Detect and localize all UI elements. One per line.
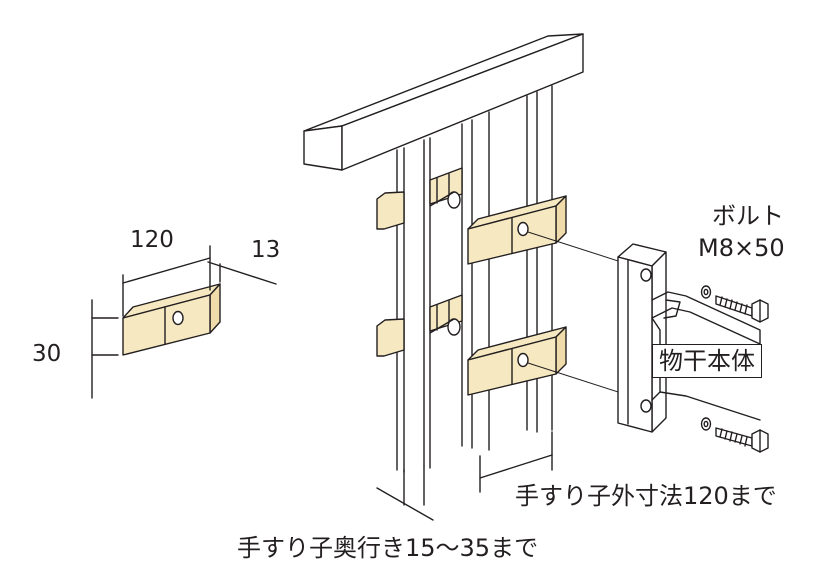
rear-clamp-lower [376,294,463,357]
main-body-label: 物干本体 [652,344,762,378]
length-dimension-label: 120 [130,227,174,253]
balusters [396,85,553,473]
bolt-name-label: ボルト [712,202,784,230]
bolt-upper [700,285,769,323]
bolt-hole [172,310,184,326]
bolt-lower [700,417,769,453]
handrail-top [303,33,584,171]
bracket-main-body [617,243,761,433]
spacer-block [122,283,221,356]
depth-dimension-line [376,465,434,521]
thickness-dimension-label: 13 [251,237,281,263]
outer-dimension-line [479,431,553,493]
height-dimension-label: 30 [32,341,62,367]
depth-dimension-label: 手すり子奥行き15〜35まで [237,534,539,562]
rear-clamp-upper [376,167,463,230]
bolt-size-label: M8×50 [698,234,785,262]
spacer-block-detail [91,245,277,399]
front-clamp-lower [467,326,567,396]
outer-dimension-label: 手すり子外寸法120まで [515,482,777,510]
dimension-lines [91,245,277,399]
front-clamp-upper [467,195,567,265]
